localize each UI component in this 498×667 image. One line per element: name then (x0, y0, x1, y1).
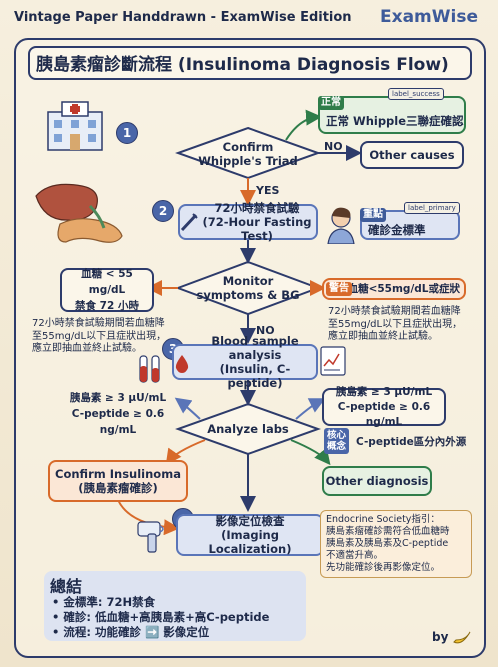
step-4-box: 影像定位檢查 (Imaging Localization) (176, 514, 324, 556)
primary-badge: 重點 (360, 208, 386, 222)
primary-text: 確診金標準 (368, 223, 426, 237)
labs-left-cpeptide: C-peptide ≥ 0.6 ng/mL (71, 408, 165, 436)
confirm-insulinoma-box: Confirm Insulinoma (胰島素瘤確診) (48, 460, 188, 502)
step-2-box: 72小時禁食試驗 (72-Hour Fasting Test) (178, 201, 318, 243)
footer-by: by (432, 630, 449, 644)
other-diagnosis-box: Other diagnosis (322, 466, 432, 496)
core-badge-1: 核心 (327, 430, 347, 441)
monitor-decision-text: Monitor symptoms & BG (178, 274, 318, 302)
labs-right: 胰島素 ≥ 3 μU/mL C-peptide ≥ 0.6 ng/mL (322, 385, 446, 428)
summary-box (44, 571, 306, 641)
core-text: C-peptide區分內外源 (356, 436, 467, 448)
summary-item-3: • 流程: 功能確診 ➡️ 影像定位 (52, 625, 210, 639)
page-title: 胰島素瘤診斷流程 (Insulinoma Diagnosis Flow) (36, 55, 449, 75)
summary-item-1: • 金標準: 72H禁食 (52, 595, 156, 609)
endocrine-note: Endocrine Society指引： 胰島素瘤確診需符合低血糖時 胰島素及胰… (326, 514, 450, 574)
warning-callout: 血糖<55mg/dL或症狀 (322, 278, 466, 300)
endocrine-line3: 胰島素及胰島素及C-peptide (326, 538, 449, 549)
blood-drop-icon (175, 355, 189, 373)
labs-right-cpeptide: C-peptide ≥ 0.6 ng/mL (337, 400, 431, 428)
left-desc-1: 72小時禁食試驗期間若血糖降 (32, 318, 165, 329)
endocrine-line4: 不適當升高。 (326, 550, 384, 561)
warning-badge: 警告 (326, 282, 352, 296)
primary-tag: label_primary (404, 202, 460, 214)
step-1-decision-text: Confirm Whipple's Triad (178, 140, 318, 168)
confirm-line2: (胰島素瘤確診) (78, 481, 158, 495)
brand-logo: ExamWise (380, 7, 478, 27)
step-2-line2: (72-Hour Fasting Test) (202, 215, 312, 243)
right-desc-2: 至55mg/dL以下且症狀出現， (328, 318, 463, 330)
criteria-box: 血糖 < 55 mg/dL 禁食 72 小時 (60, 268, 154, 312)
endocrine-line2: 胰島素瘤確診需符合低血糖時 (326, 526, 450, 537)
lab-report-icon (320, 346, 346, 376)
summary-title: 總結 (50, 577, 83, 596)
test-tubes-icon (139, 355, 160, 383)
patient-icon (327, 207, 355, 244)
criteria-fast: 禁食 72 小時 (75, 300, 139, 312)
warning-text: 血糖<55mg/dL或症狀 (347, 283, 460, 295)
step-4-line2: (Imaging Localization) (208, 528, 292, 556)
step-4-line1: 影像定位檢查 (215, 514, 285, 528)
right-desc-3: 應立即抽血並終止試驗。 (328, 331, 438, 342)
success-text: 正常 Whipple三聯症確認 (326, 114, 464, 128)
summary-item-2: • 確診: 低血糖+高胰島素+高C-peptide (52, 610, 270, 624)
left-desc-3: 應立即抽血並終止試驗。 (32, 343, 142, 354)
pancreas-icon (35, 183, 123, 243)
step-2-line1: 72小時禁食試驗 (214, 201, 300, 215)
no-label-1: NO (324, 140, 343, 153)
no-label-2: NO (256, 324, 275, 337)
right-desc-1: 72小時禁食試驗期間若血糖降 (328, 306, 461, 317)
monitor-line2: symptoms & BG (196, 288, 300, 302)
other-causes-box: Other causes (360, 141, 464, 169)
success-badge: 正常 (318, 96, 344, 110)
main-title-box (28, 46, 472, 80)
criteria-bg: 血糖 < 55 mg/dL (81, 268, 133, 296)
left-description: 72小時禁食試驗期間若血糖降 至55mg/dL以下且症狀出現， 應立即抽血並終止… (32, 318, 166, 356)
endocrine-line5: 先功能確診後再影像定位。 (326, 562, 441, 573)
step-3-line2: (Insulin, C-peptide) (219, 362, 291, 390)
analyze-decision-text: Analyze labs (207, 422, 289, 436)
step-1-line2: Whipple's Triad (198, 154, 298, 168)
monitor-line1: Monitor (222, 274, 274, 288)
syringe-icon (180, 213, 198, 232)
endocrine-line1: Endocrine Society指引： (326, 514, 440, 525)
left-desc-2: 至55mg/dL以下且症狀出現， (32, 330, 167, 342)
scanner-icon (137, 521, 164, 553)
header-title: Vintage Paper Handdrawn - ExamWise Editi… (14, 10, 352, 25)
success-tag: label_success (388, 88, 444, 100)
confirm-line1: Confirm Insulinoma (55, 467, 181, 481)
labs-left: 胰島素 ≥ 3 μU/mL C-peptide ≥ 0.6 ng/mL (58, 390, 178, 438)
step-3-box: Blood sample analysis (Insulin, C-peptid… (172, 334, 318, 390)
endocrine-note-box (320, 510, 472, 578)
step-2-badge: 2 (152, 200, 174, 222)
hospital-icon (47, 101, 103, 151)
labs-left-insulin: 胰島素 ≥ 3 μU/mL (69, 392, 167, 404)
yes-label: YES (256, 184, 280, 197)
core-badge-2: 概念 (327, 441, 347, 452)
banana-icon (453, 631, 471, 644)
step-3-line1: Blood sample analysis (211, 334, 299, 362)
step-1-line1: Confirm (222, 140, 274, 154)
core-badge: 核心 概念 (324, 428, 350, 454)
right-description: 72小時禁食試驗期間若血糖降 至55mg/dL以下且症狀出現， 應立即抽血並終止… (328, 306, 462, 344)
step-1-badge: 1 (116, 122, 138, 144)
labs-right-insulin: 胰島素 ≥ 3 μU/mL (335, 385, 433, 398)
